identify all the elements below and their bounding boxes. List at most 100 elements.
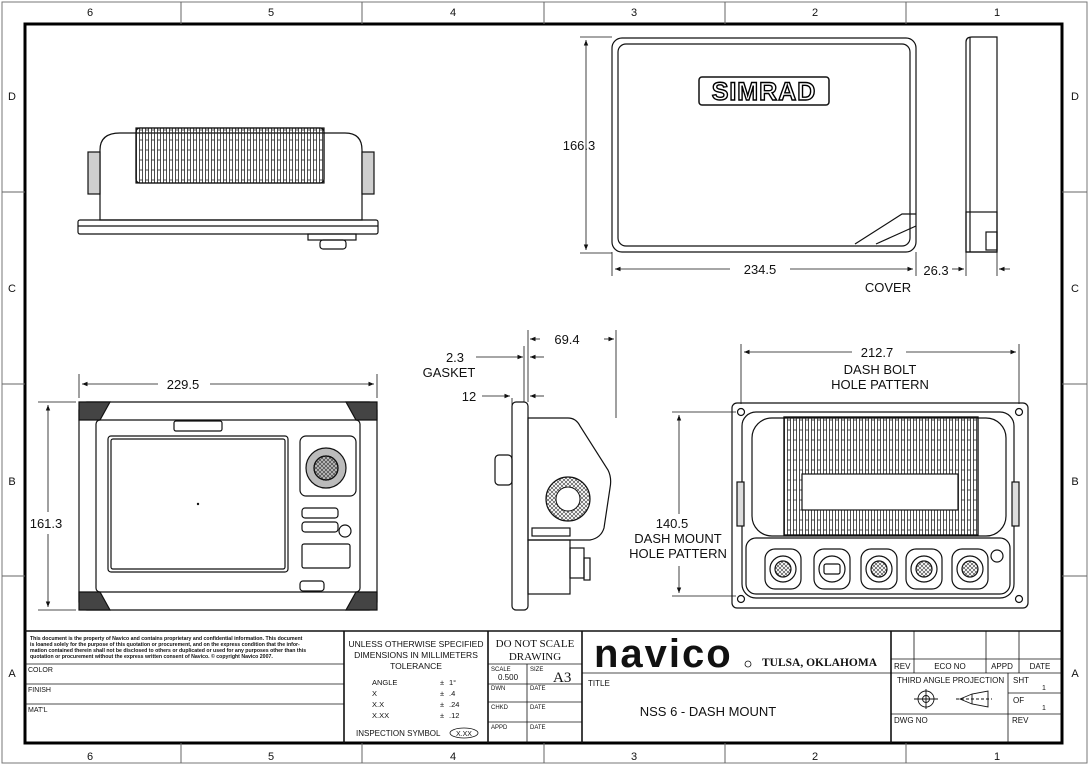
material-field-label: MAT'L	[28, 707, 48, 714]
side-view: 69.4 2.3 GASKET 12	[423, 330, 617, 611]
zone-row-label: B	[1071, 476, 1078, 488]
ground-stud-icon	[990, 549, 1004, 563]
zone-col-label: 4	[450, 751, 456, 763]
connector-icon	[818, 555, 846, 583]
zone-col-label: 1	[994, 751, 1000, 763]
zone-labels: 6 5 4 3 2 1 6 5 4 3 2 1 D C B A D C B A	[8, 7, 1079, 763]
zone-row-label: A	[1071, 668, 1079, 680]
cover-depth-dim: 26.3	[923, 263, 948, 278]
approved-field-label: APPD	[491, 725, 508, 731]
drawing-title: NSS 6 - DASH MOUNT	[640, 704, 777, 719]
tolerance-value: 1°	[449, 678, 456, 687]
zone-col-label: 4	[450, 7, 456, 19]
title-field-label: TITLE	[588, 679, 610, 688]
sheet-field-label: SHT	[1013, 676, 1029, 685]
tolerance-pm: ±	[440, 711, 444, 720]
zone-row-label: C	[8, 283, 16, 295]
checked-field-label: CHKD	[491, 705, 509, 711]
zone-row-label: D	[8, 91, 16, 103]
inspection-symbol: X.XX	[456, 731, 472, 738]
connector-icon	[769, 555, 797, 583]
zone-col-label: 6	[87, 7, 93, 19]
brand-logo-text: SIMRAD	[712, 78, 817, 106]
mount-pattern-dim: 140.5	[656, 516, 689, 531]
size-field-label: SIZE	[530, 667, 543, 673]
projection-label: THIRD ANGLE PROJECTION	[897, 676, 1004, 685]
tolerance-header: DIMENSIONS IN MILLIMETERS	[354, 650, 478, 660]
sheet-number: 1	[1042, 685, 1046, 692]
date-field-label: DATE	[530, 705, 546, 711]
date-field-label: DATE	[530, 686, 546, 692]
zone-row-label: C	[1071, 283, 1079, 295]
cover-view: SIMRAD 166.3 234.5 26.3 COV	[563, 36, 1010, 295]
drawing-number-label: DWG NO	[894, 716, 928, 725]
company-location: TULSA, OKLAHOMA	[762, 657, 878, 669]
zone-col-label: 3	[631, 7, 637, 19]
drawn-field-label: DWN	[491, 686, 505, 692]
eco-column-label: ECO NO	[934, 662, 966, 671]
confidential-notice: quotation or procurement without the exp…	[30, 653, 273, 660]
do-not-scale-label: DRAWING	[509, 651, 561, 663]
scale-value: 0.500	[498, 673, 519, 682]
bolt-pattern-dim: 212.7	[861, 345, 894, 360]
gasket-dim: 2.3	[446, 350, 464, 365]
zone-col-label: 6	[87, 751, 93, 763]
gasket-label: GASKET	[423, 365, 476, 380]
confidential-notice: This document is the property of Navico …	[30, 636, 303, 642]
zone-row-label: B	[8, 476, 15, 488]
front-height-dim: 161.3	[30, 516, 63, 531]
mount-pattern-label: HOLE PATTERN	[629, 546, 727, 561]
zone-col-label: 5	[268, 751, 274, 763]
sheet-size-value: A3	[553, 670, 571, 686]
confidential-notice: is loaned solely for the purpose of this…	[30, 642, 300, 648]
power-button	[338, 524, 352, 538]
color-field-label: COLOR	[28, 667, 53, 674]
tolerance-pm: ±	[440, 689, 444, 698]
tolerance-label: X.XX	[372, 711, 389, 720]
rev-column-label: REV	[894, 662, 911, 671]
zone-row-label: A	[8, 668, 16, 680]
side-12-dim: 12	[462, 389, 476, 404]
tolerance-value: .24	[449, 700, 459, 709]
connector-icon	[910, 555, 938, 583]
front-width-dim: 229.5	[167, 377, 200, 392]
do-not-scale-label: DO NOT SCALE	[496, 638, 575, 650]
rear-view: 212.7 DASH BOLT HOLE PATTERN 140.5 DASH …	[629, 344, 1029, 609]
connector-icon	[865, 555, 893, 583]
tolerance-pm: ±	[440, 700, 444, 709]
tolerance-label: X.X	[372, 700, 384, 709]
cover-height-dim: 166.3	[563, 138, 596, 153]
tolerance-header: UNLESS OTHERWISE SPECIFIED	[349, 639, 484, 649]
zone-col-label: 2	[812, 751, 818, 763]
scale-field-label: SCALE	[491, 667, 511, 673]
cover-outline	[611, 37, 917, 253]
tolerance-label: X	[372, 689, 377, 698]
top-view	[77, 127, 379, 250]
confidential-notice: mation contained therein shall not be di…	[30, 648, 306, 654]
tolerance-pm: ±	[440, 678, 444, 687]
side-depth-dim: 69.4	[554, 332, 579, 347]
bolt-pattern-label: DASH BOLT	[844, 362, 917, 377]
date-column-label: DATE	[1030, 662, 1051, 671]
tolerance-value: .4	[449, 689, 455, 698]
of-field-label: OF	[1013, 696, 1024, 705]
front-bezel	[78, 401, 378, 611]
brand-badge	[698, 76, 830, 106]
zone-col-label: 3	[631, 751, 637, 763]
zone-col-label: 1	[994, 7, 1000, 19]
front-label-plate	[173, 420, 223, 432]
tolerance-value: .12	[449, 711, 459, 720]
mount-pattern-label: DASH MOUNT	[634, 531, 721, 546]
rear-mount-plate	[731, 402, 1029, 609]
inspection-label: INSPECTION SYMBOL	[356, 729, 441, 738]
revision-field-label: REV	[1012, 716, 1029, 725]
sheet-total: 1	[1042, 705, 1046, 712]
cover-view-label: COVER	[865, 280, 911, 295]
navico-logo: navico	[594, 632, 733, 676]
zone-row-label: D	[1071, 91, 1079, 103]
zone-col-label: 2	[812, 7, 818, 19]
date-field-label: DATE	[530, 725, 546, 731]
tolerance-label: ANGLE	[372, 678, 397, 687]
zone-col-label: 5	[268, 7, 274, 19]
